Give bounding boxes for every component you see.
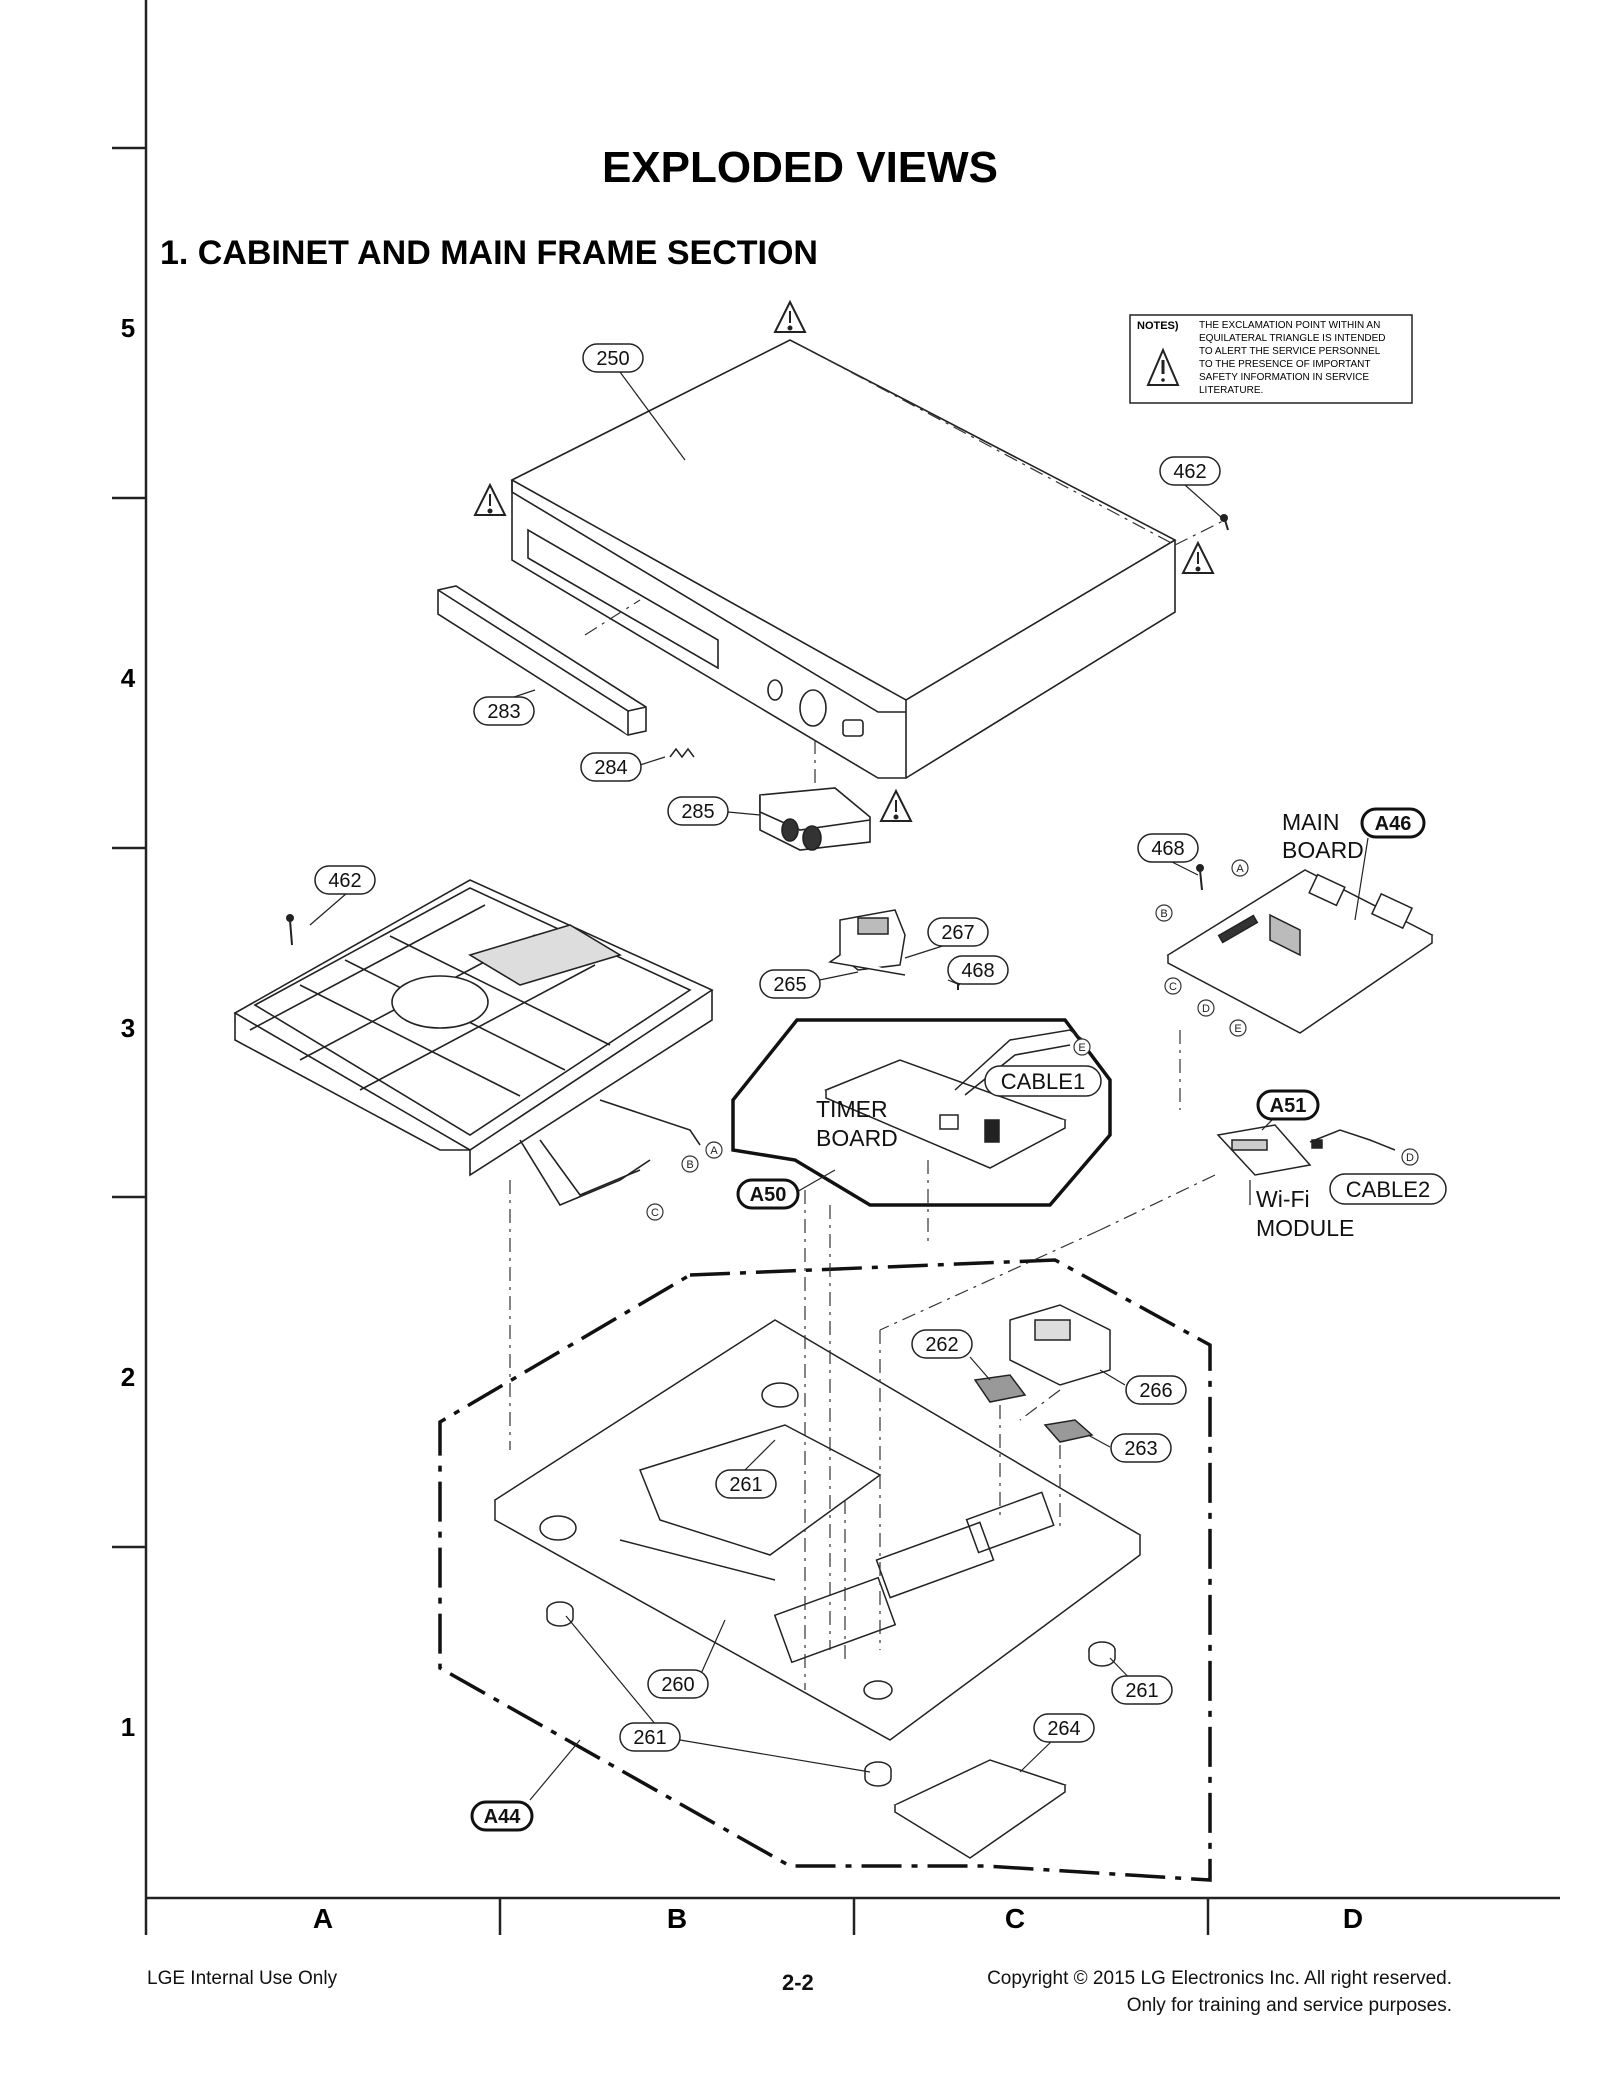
disc-loader — [233, 879, 714, 1207]
connector-label-d: D — [1202, 1003, 1210, 1015]
row-label-2: 2 — [121, 1362, 135, 1392]
timer-board-label: BOARD — [816, 1125, 898, 1151]
part-number-462: 462 — [1173, 461, 1206, 483]
warning-triangle-icon — [1146, 347, 1180, 386]
holder-part — [1009, 1304, 1111, 1386]
part-number-250: 250 — [596, 348, 629, 370]
part-number-266: 266 — [1139, 1380, 1172, 1402]
top-cabinet — [510, 339, 1177, 779]
assembly-labels — [470, 807, 1426, 1832]
part-number-262: 262 — [925, 1334, 958, 1356]
cable1-part — [954, 1029, 1091, 1096]
notes-box: NOTES) THE EXCLAMATION POINT WITHIN AN E… — [1129, 314, 1413, 404]
notes-line: EQUILATERAL TRIANGLE IS INTENDED — [1199, 333, 1386, 344]
page-frame — [112, 0, 1560, 1935]
warning-triangle-icon — [773, 299, 807, 333]
notes-line: THE EXCLAMATION POINT WITHIN AN — [1199, 320, 1380, 331]
part-number-261: 261 — [729, 1474, 762, 1496]
wifi-module-label: MODULE — [1256, 1215, 1354, 1241]
rubber-foot-part — [546, 1601, 1116, 1787]
part-number-267: 267 — [941, 922, 974, 944]
connector-label-c: C — [651, 1207, 659, 1219]
connector-label-e: E — [1078, 1042, 1085, 1054]
column-labels: A B C D — [313, 1903, 1363, 1934]
cable2-label: CABLE2 — [1346, 1177, 1430, 1202]
part-labels — [314, 343, 1221, 1752]
cable1-label: CABLE1 — [1001, 1069, 1085, 1094]
part-number-462: 462 — [328, 870, 361, 892]
footer-left: LGE Internal Use Only — [147, 1968, 338, 1989]
row-labels: 5 4 3 2 1 — [121, 313, 136, 1742]
connector-label-b: B — [1160, 908, 1167, 920]
power-key-part — [759, 787, 871, 851]
part-number-263: 263 — [1124, 1438, 1157, 1460]
col-label-c: C — [1005, 1903, 1025, 1934]
bracket-part — [828, 909, 906, 976]
connector-label-c: C — [1169, 981, 1177, 993]
connector-label-e: E — [1234, 1023, 1241, 1035]
warning-triangle-icon — [879, 788, 913, 822]
connector-label-a: A — [710, 1145, 718, 1157]
warning-triangle-icon — [473, 482, 507, 516]
row-label-5: 5 — [121, 313, 135, 343]
footer-copyright: Copyright © 2015 LG Electronics Inc. All… — [987, 1968, 1452, 1989]
row-label-3: 3 — [121, 1013, 135, 1043]
part-number-283: 283 — [487, 701, 520, 723]
col-label-d: D — [1343, 1903, 1363, 1934]
part-number-260: 260 — [661, 1674, 694, 1696]
page-number: 2-2 — [782, 1970, 814, 1995]
col-label-b: B — [667, 1903, 687, 1934]
main-frame-boundary — [438, 1258, 1212, 1882]
notes-line: LITERATURE. — [1199, 385, 1263, 396]
footer-copyright-note: Only for training and service purposes. — [1126, 1995, 1452, 2016]
spring-part — [669, 747, 695, 759]
part-number-261: 261 — [1125, 1680, 1158, 1702]
assembly-a46: A46 — [1375, 813, 1412, 835]
assembly-guide-lines — [509, 344, 1226, 1690]
connector-markers — [646, 859, 1419, 1221]
assembly-a44: A44 — [484, 1806, 522, 1828]
assembly-a50: A50 — [750, 1184, 787, 1206]
section-title: 1. CABINET AND MAIN FRAME SECTION — [160, 234, 818, 272]
notes-line: TO THE PRESENCE OF IMPORTANT — [1199, 359, 1371, 370]
connector-label-b: B — [686, 1159, 693, 1171]
main-board-label: MAIN — [1282, 809, 1340, 835]
notes-heading: NOTES) — [1137, 320, 1179, 332]
timer-board-label: TIMER — [816, 1096, 888, 1122]
part-number-468: 468 — [1151, 838, 1184, 860]
wifi-module — [1216, 1124, 1396, 1176]
part-number-285: 285 — [681, 801, 714, 823]
connector-label-d: D — [1406, 1152, 1414, 1164]
part-number-261: 261 — [633, 1727, 666, 1749]
front-panel-strip — [437, 585, 647, 736]
page-title: EXPLODED VIEWS — [602, 143, 998, 192]
bottom-cover-part — [893, 1759, 1067, 1859]
part-number-264: 264 — [1047, 1718, 1080, 1740]
part-number-468: 468 — [961, 960, 994, 982]
pad-part — [973, 1374, 1094, 1443]
main-board-label: BOARD — [1282, 837, 1364, 863]
wifi-module-label: Wi-Fi — [1256, 1186, 1310, 1212]
cable-bubbles — [984, 1065, 1447, 1205]
warning-triangle-icon — [1181, 540, 1215, 574]
main-board — [1166, 869, 1434, 1034]
notes-line: SAFETY INFORMATION IN SERVICE — [1199, 372, 1369, 383]
connector-label-a: A — [1236, 863, 1244, 875]
main-frame-chassis — [493, 1319, 1142, 1741]
part-number-265: 265 — [773, 974, 806, 996]
timer-board — [824, 1059, 1067, 1169]
notes-line: TO ALERT THE SERVICE PERSONNEL — [1199, 346, 1381, 357]
row-label-4: 4 — [121, 663, 136, 693]
assembly-a51: A51 — [1270, 1095, 1307, 1117]
col-label-a: A — [313, 1903, 333, 1934]
leader-lines — [309, 371, 1369, 1801]
part-number-284: 284 — [594, 757, 627, 779]
row-label-1: 1 — [121, 1712, 135, 1742]
